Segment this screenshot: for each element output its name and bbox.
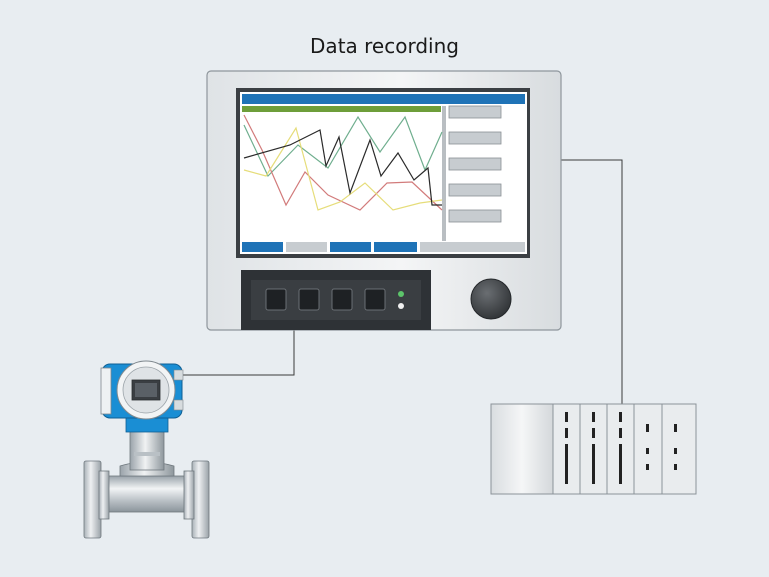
transmitter-side-plate (100, 367, 112, 415)
softkey-tab (286, 242, 327, 252)
trend-curve-green (243, 115, 443, 178)
channel-value-box (448, 183, 502, 197)
diagram-title: Data recording (310, 34, 459, 58)
trend-chart (243, 114, 443, 211)
flowmeter-to-recorder-cable (182, 330, 295, 376)
navigator-knob (470, 278, 512, 320)
softkey-tab (420, 242, 525, 252)
status-led-green (398, 291, 404, 297)
trend-curve-black (243, 129, 442, 206)
plc-io-module (661, 403, 697, 495)
softkey-tab (374, 242, 417, 252)
trend-curve-yellow (243, 126, 443, 211)
softkey-tab (242, 242, 283, 252)
flowmeter-flange-right (191, 460, 210, 539)
channel-value-box (448, 157, 502, 171)
recorder-to-plc-cable (561, 159, 623, 404)
keypad-button (265, 288, 287, 311)
plc-rack (490, 403, 697, 495)
keypad-button (364, 288, 386, 311)
data-recorder (206, 70, 562, 331)
trend-curve-red (243, 114, 443, 211)
plc-module-indicators (565, 412, 677, 484)
status-led-white (398, 303, 404, 309)
connection-lines (182, 159, 623, 404)
keypad-button (298, 288, 320, 311)
keypad-buttons (265, 288, 386, 311)
keypad-button (331, 288, 353, 311)
flowmeter-flange-left-inner (98, 470, 110, 520)
channel-value-box (448, 105, 502, 119)
flowmeter (83, 360, 210, 539)
channel-value-box (448, 131, 502, 145)
softkey-tab (330, 242, 371, 252)
channel-value-boxes (448, 105, 502, 223)
flowmeter-pipe (107, 475, 187, 513)
screen-accent-bar (242, 106, 441, 112)
flowmeter-flange-right-inner (183, 470, 195, 520)
plc-power-module (490, 403, 554, 495)
screen-softkeys (242, 242, 525, 252)
plc-io-modules (552, 403, 697, 495)
flowmeter-neck (129, 429, 165, 471)
screen-divider (442, 106, 446, 241)
flowmeter-flange-left (83, 460, 102, 539)
channel-value-box (448, 209, 502, 223)
screen-title-bar (242, 94, 525, 104)
